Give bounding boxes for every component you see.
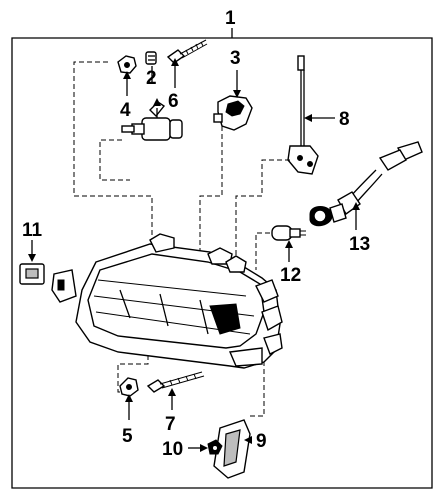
callout-4-leader xyxy=(123,71,131,96)
callout-5: 5 xyxy=(122,426,133,447)
callout-9: 9 xyxy=(256,431,267,452)
part-11-clip xyxy=(19,263,45,285)
callout-7-leader xyxy=(168,388,176,410)
callout-6-leader xyxy=(171,58,179,88)
part-7-bolt xyxy=(146,371,205,393)
callout-1: 1 xyxy=(225,8,236,29)
assembly-frame xyxy=(11,28,433,489)
part-2-screw xyxy=(145,51,157,65)
callout-12-leader xyxy=(285,240,293,262)
headlamp-bulb xyxy=(121,98,183,141)
part-13-harness xyxy=(309,141,423,227)
callout-8: 8 xyxy=(339,109,350,130)
part-5-nut xyxy=(119,377,139,397)
part-4-nut xyxy=(117,55,137,74)
callout-10-leader xyxy=(188,444,208,452)
callout-4: 4 xyxy=(120,100,131,121)
callout-10: 10 xyxy=(162,439,183,460)
headlamp-housing xyxy=(51,233,283,369)
callout-7: 7 xyxy=(165,414,176,435)
callout-13-leader xyxy=(352,202,360,230)
callout-3: 3 xyxy=(230,48,241,69)
callout-9-leader xyxy=(244,436,252,444)
callout-11: 11 xyxy=(22,220,43,241)
callout-11-leader xyxy=(28,240,36,262)
callout-8-leader xyxy=(304,114,335,122)
part-10-nut xyxy=(207,439,223,455)
callout-2: 2 xyxy=(146,68,157,89)
part-6-adjuster-bolt xyxy=(166,39,208,64)
callout-6: 6 xyxy=(168,91,179,112)
callout-12: 12 xyxy=(280,265,301,286)
part-8-adjuster-rod xyxy=(287,55,319,175)
callout-13: 13 xyxy=(349,234,370,255)
part-9-bracket xyxy=(213,419,251,479)
callout-5-leader xyxy=(125,394,133,420)
part-3-socket xyxy=(213,95,253,131)
part-12-marker-bulb xyxy=(271,225,306,241)
callout-3-leader xyxy=(233,70,241,98)
